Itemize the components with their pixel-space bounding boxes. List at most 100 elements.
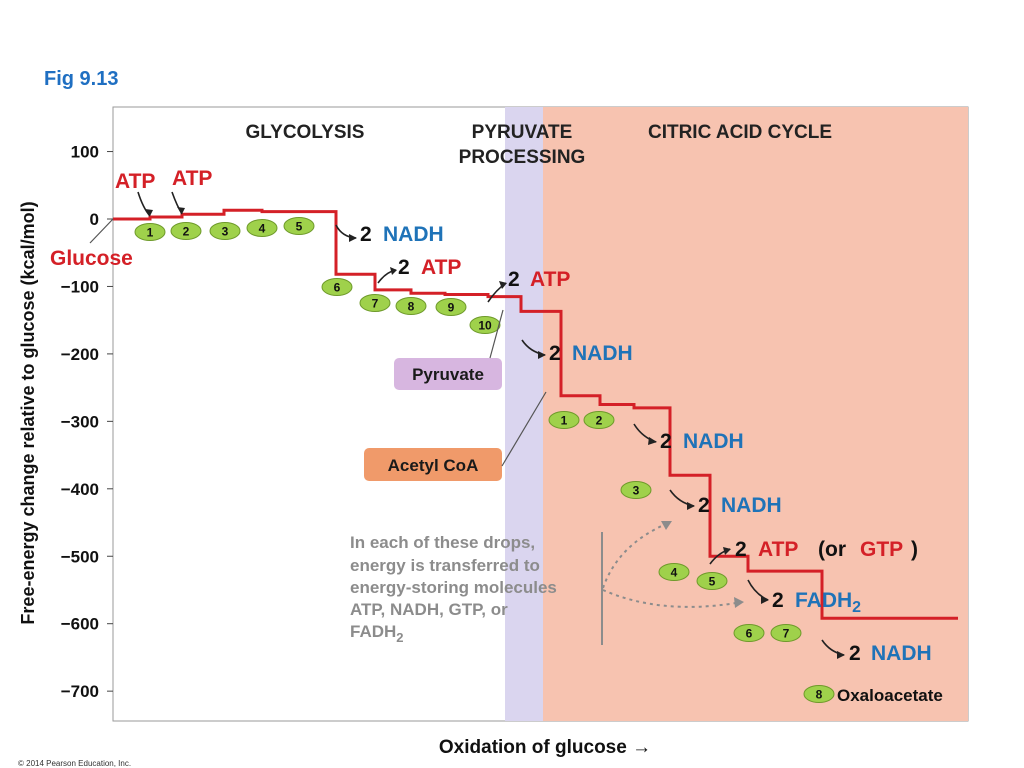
glycolysis-step-9-number: 9 [448, 301, 455, 315]
glycolysis-step-1-oval [134, 223, 166, 241]
y-axis-label: Free-energy change relative to glucose (… [18, 201, 38, 624]
section-glycolysis: GLYCOLYSIS [246, 122, 365, 143]
glycolysis-step-4-number: 4 [259, 222, 266, 236]
citric-step-4-number: 4 [671, 566, 678, 580]
atp-cycle-count: 2 [735, 538, 747, 561]
citric-step-6-number: 6 [746, 627, 753, 641]
copyright: © 2014 Pearson Education, Inc. [18, 759, 132, 768]
acetyl-coa-box [364, 448, 502, 481]
or-text: (or [818, 538, 846, 561]
y-tick-label: −500 [61, 547, 99, 566]
citric-step-8-oval [803, 685, 835, 703]
atp-glycolysis-count: 2 [398, 256, 410, 279]
pyruvate-processing-region [505, 107, 543, 721]
section-pyruvate-line2: PROCESSING [459, 147, 586, 168]
fadh2-count: 2 [772, 589, 784, 612]
glucose-label: Glucose [50, 247, 133, 270]
y-tick-label: −400 [61, 480, 99, 499]
y-tick-label: −100 [61, 277, 99, 296]
note-arrow-up [602, 523, 667, 589]
oxaloacetate-label: Oxaloacetate [837, 686, 943, 705]
note-line-4: ATP, NADH, GTP, or [350, 600, 508, 619]
y-tick-label: −600 [61, 615, 99, 634]
nadh-cycle-3-count: 2 [849, 642, 861, 665]
atp-pyruvate-count: 2 [508, 268, 520, 291]
atp-cycle-label: ATP [758, 538, 798, 561]
glycolysis-step-9-oval [435, 298, 467, 316]
nadh-cycle-1-count: 2 [660, 430, 672, 453]
glycolysis-step-8-number: 8 [408, 300, 415, 314]
citric-step-7-number: 7 [783, 627, 790, 641]
atp-label-1: ATP [115, 170, 155, 193]
note-line-5: FADH2 [350, 622, 404, 645]
citric-step-5-number: 5 [709, 575, 716, 589]
atp-pyruvate-label: ATP [530, 268, 570, 291]
y-axis: 100 0 −100 −200 −300 −400 −500 −600 −700 [61, 143, 113, 701]
glycolysis-step-2-number: 2 [183, 225, 190, 239]
citric-step-8-number: 8 [816, 688, 823, 702]
glycolysis-step-6-number: 6 [334, 281, 341, 295]
energy-staircase-line [113, 208, 958, 620]
pyruvate-pointer [489, 309, 504, 359]
y-tick-label: 0 [90, 210, 99, 229]
citric-step-2-number: 2 [596, 414, 603, 428]
glycolysis-step-3-number: 3 [222, 225, 229, 239]
acetyl-coa-label: Acetyl CoA [388, 456, 479, 475]
glycolysis-step-2-oval [170, 222, 202, 240]
arrow-atp1 [137, 191, 151, 217]
citric-step-2-oval [583, 411, 615, 429]
glycolysis-step-10-oval [469, 316, 501, 334]
note-line-2: energy is transferred to [350, 556, 540, 575]
y-tick-label: 100 [71, 143, 99, 162]
citric-step-6-oval [733, 624, 765, 642]
section-pyruvate-line1: PYRUVATE [472, 122, 573, 143]
y-tick-label: −700 [61, 682, 99, 701]
citric-step-1-oval [548, 411, 580, 429]
y-tick-label: −200 [61, 345, 99, 364]
glycolysis-step-5-oval [283, 217, 315, 235]
note-arrow-up-head [661, 521, 672, 530]
citric-step-5-oval [696, 572, 728, 590]
pyruvate-box [394, 358, 502, 390]
glycolysis-step-4-oval [246, 219, 278, 237]
note-arrow-down-head [734, 597, 744, 608]
glycolysis-step-6-oval [321, 278, 353, 296]
acetyl-coa-pointer [501, 391, 547, 467]
fadh2-label: FADH2 [795, 589, 861, 616]
glucose-pointer [89, 218, 114, 244]
note-line-3: energy-storing molecules [350, 578, 557, 597]
nadh-processing-count: 2 [549, 342, 561, 365]
glycolysis-step-3-oval [209, 222, 241, 240]
nadh-processing-label: NADH [572, 342, 633, 365]
nadh-glycolysis-label: NADH [383, 223, 444, 246]
citric-step-3-number: 3 [633, 484, 640, 498]
pyruvate-label: Pyruvate [412, 365, 484, 384]
glycolysis-step-1-number: 1 [147, 226, 154, 240]
citric-step-3-oval [620, 481, 652, 499]
y-tick-label: −300 [61, 412, 99, 431]
glycolysis-step-10-number: 10 [478, 319, 492, 333]
note-line-1: In each of these drops, [350, 533, 535, 552]
citric-step-1-number: 1 [561, 414, 568, 428]
nadh-glycolysis-count: 2 [360, 223, 372, 246]
x-axis-label: Oxidation of glucose → [439, 737, 651, 758]
citric-step-7-oval [770, 624, 802, 642]
note-arrow-down [602, 589, 737, 608]
gtp-label: GTP [860, 538, 903, 561]
arrow-heads [145, 207, 845, 659]
nadh-cycle-1-label: NADH [683, 430, 744, 453]
nadh-cycle-2-label: NADH [721, 494, 782, 517]
glycolysis-step-8-oval [395, 297, 427, 315]
glycolysis-step-5-number: 5 [296, 220, 303, 234]
atp-label-2: ATP [172, 167, 212, 190]
section-citric-acid-cycle: CITRIC ACID CYCLE [648, 122, 832, 143]
glycolysis-step-7-oval [359, 294, 391, 312]
nadh-cycle-3-label: NADH [871, 642, 932, 665]
atp-glycolysis-label: ATP [421, 256, 461, 279]
close-paren: ) [911, 538, 918, 561]
step-markers: 1 2 3 4 5 6 7 8 9 10 1 2 3 4 5 6 7 8 [134, 217, 835, 703]
nadh-cycle-2-count: 2 [698, 494, 710, 517]
glycolysis-step-7-number: 7 [372, 297, 379, 311]
figure-label: Fig 9.13 [44, 68, 119, 90]
